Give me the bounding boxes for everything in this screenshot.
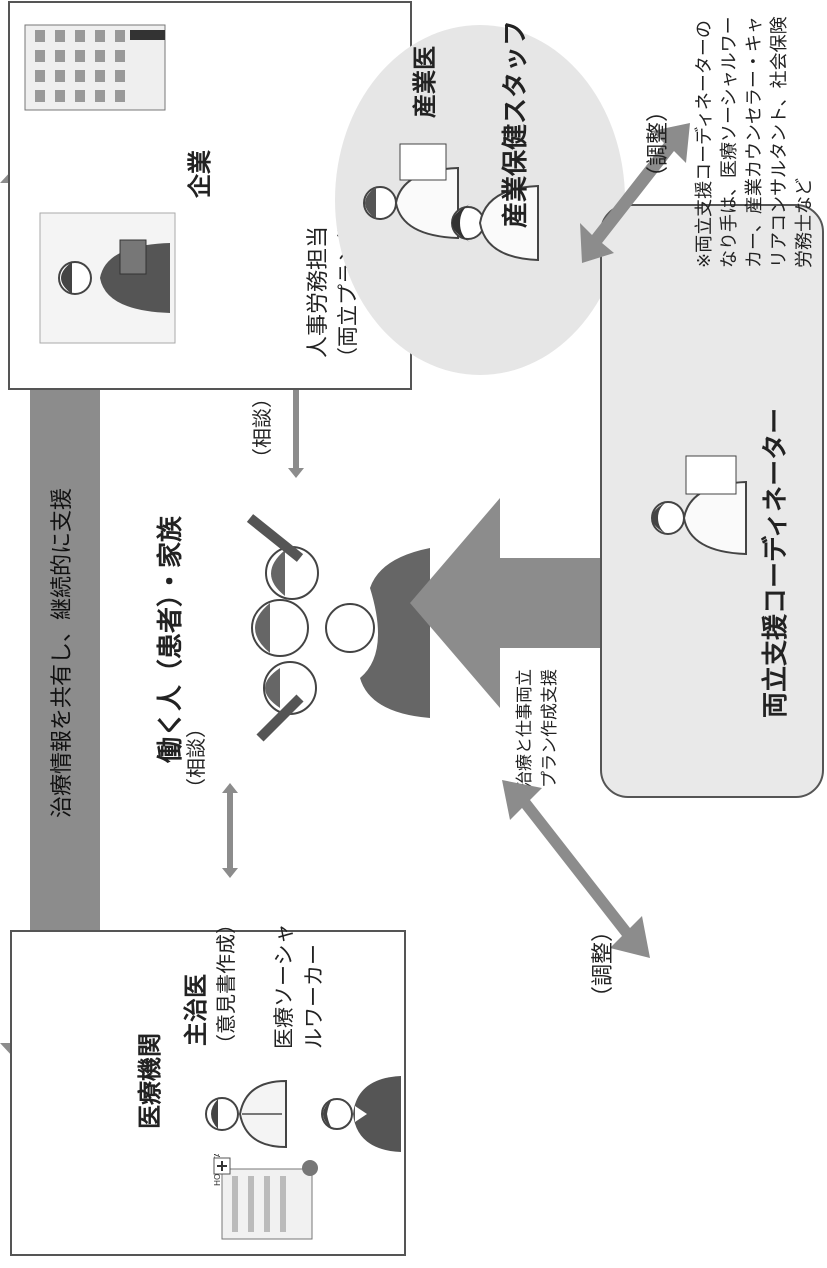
msw-label-line2: ルワーカー [302, 944, 326, 1049]
company-box: 企業 人事労務担当 （両立プラン作成） [8, 1, 412, 390]
health-staff-icon [451, 184, 539, 262]
plan-support-line2: プラン作成支援 [540, 669, 560, 788]
note-line1: ※両立支援コーディネーターの [694, 20, 715, 268]
doctor-label: 主治医 [182, 974, 210, 1046]
note-line5: 労務士など [794, 178, 815, 268]
worker-family-icon [246, 514, 430, 742]
coordinator-person-icon [651, 455, 747, 556]
company-title: 企業 [186, 150, 214, 198]
right-consult-label: （相談） [250, 388, 274, 468]
occupational-doctor-icon [363, 143, 459, 240]
medical-title: 医療機関 [136, 1033, 164, 1129]
office-building-icon [24, 24, 166, 111]
worker-family-label: 働く人（患者）・家族 [156, 515, 186, 763]
occupational-doctor-label: 産業医 [411, 46, 439, 118]
adjust-right-arrow [580, 123, 690, 263]
occupational-health-circle [335, 25, 625, 375]
note-line4: リアコンサルタント、社会保険 [769, 16, 790, 268]
msw-label-line1: 医療ソーシャ [272, 923, 296, 1049]
note-line3: カー、産業カウンセラー・キャ [744, 16, 765, 268]
doctor-sub-label: （意見書作成） [214, 914, 238, 1054]
health-staff-label: 産業保健スタッフ [501, 19, 531, 228]
support-arrow [410, 498, 600, 708]
coordinator-title: 両立支援コーディネーター [761, 407, 791, 718]
medical-institution-box: HOSPITAL 医療機関 主治医 （意見書作成） 医療ソーシャ ルワーカー [10, 914, 406, 1256]
adjust-left-label: （調整） [591, 919, 616, 1008]
adjust-left-arrow [502, 780, 650, 958]
top-arrow-label: 治療情報を共有し、継続的に支援 [50, 487, 75, 818]
hr-label-line1: 人事労務担当 [306, 225, 331, 358]
plan-support-line1: 治療と仕事両立 [515, 669, 535, 788]
hospital-icon: HOSPITAL [213, 1154, 318, 1240]
left-consult-arrow [222, 783, 238, 878]
adjust-right-label: （調整） [646, 99, 671, 188]
right-consult-arrow [288, 368, 304, 478]
doctor-icon [205, 1079, 287, 1149]
note-line2: なり手は、医療ソーシャルワー [719, 16, 740, 268]
social-worker-icon [321, 1076, 401, 1152]
hr-staff-icon [39, 212, 176, 344]
